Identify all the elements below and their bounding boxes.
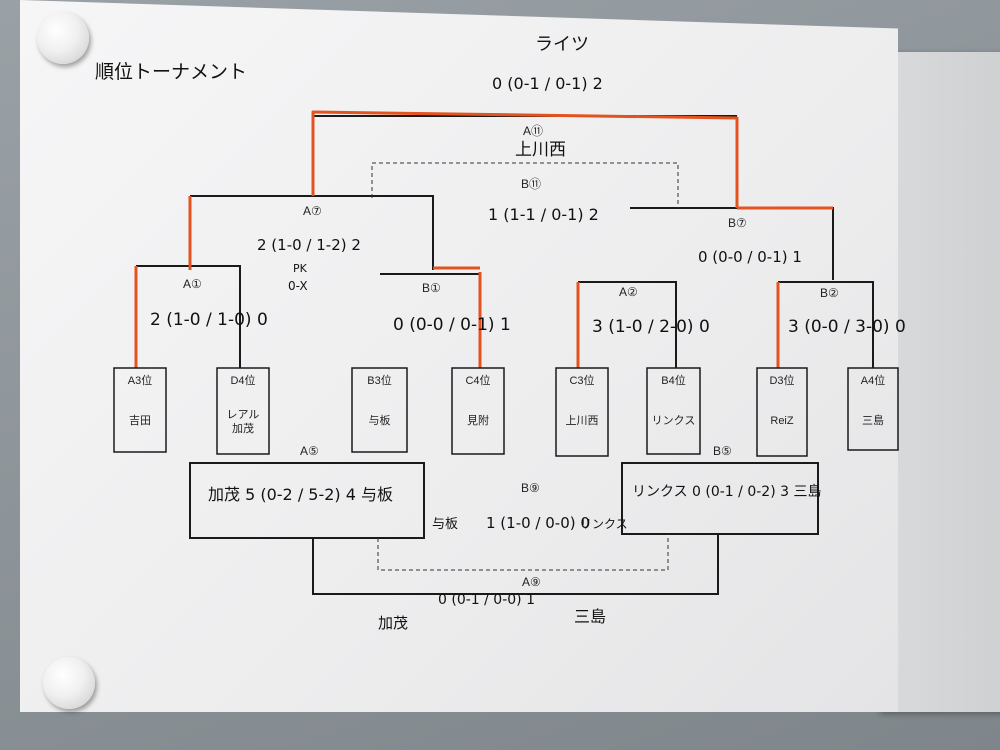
b9-left-team: 与板 xyxy=(432,517,458,532)
b9-score: 1 (1-0 / 0-0) 0 xyxy=(486,514,590,532)
match-label-b5: B⑤ xyxy=(713,444,732,458)
final-score: 0 (0-1 / 0-1) 2 xyxy=(492,74,603,93)
match-label-b9: B⑨ xyxy=(521,481,540,495)
seed-box-1 xyxy=(113,367,167,453)
seed-box-3 xyxy=(351,367,408,453)
a1-score: 2 (1-0 / 1-0) 0 xyxy=(150,310,268,330)
a11-team: 上川西 xyxy=(515,140,566,160)
match-label-b11: B⑪ xyxy=(521,177,541,191)
sheet-title: 順位トーナメント xyxy=(95,61,248,83)
a9-left-team: 加茂 xyxy=(378,614,408,632)
seed-rank-4: C4位 xyxy=(465,373,490,387)
seed-team-2: 加茂 xyxy=(232,421,254,435)
b11-score: 1 (1-1 / 0-1) 2 xyxy=(488,205,599,224)
adjacent-paper-sheet xyxy=(882,52,1000,712)
seed-box-2 xyxy=(216,367,270,455)
dashed-bracket-lines xyxy=(371,162,679,571)
b5-result: リンクス 0 (0-1 / 0-2) 3 三島 xyxy=(632,484,821,500)
match-label-a2: A② xyxy=(619,285,638,299)
match-label-a11: A⑪ xyxy=(523,124,543,138)
final-winner: ライツ xyxy=(535,34,589,55)
seed-rank-3: B3位 xyxy=(367,373,391,387)
match-label-a1: A① xyxy=(183,277,202,291)
seed-team-4: 見附 xyxy=(467,413,489,427)
a7-pk-score: 0-X xyxy=(288,279,308,293)
seed-box-6 xyxy=(646,367,701,455)
b1-score: 0 (0-0 / 0-1) 1 xyxy=(393,315,511,335)
b2-score: 3 (0-0 / 3-0) 0 xyxy=(788,317,906,337)
a5-result: 加茂 5 (0-2 / 5-2) 4 与板 xyxy=(208,485,393,504)
seed-team-2: レアル xyxy=(227,409,260,421)
b9-right-team: リンクス xyxy=(580,517,628,531)
seed-rank-6: B4位 xyxy=(661,373,685,387)
seed-team-8: 三島 xyxy=(862,413,884,427)
seed-rank-7: D3位 xyxy=(769,373,794,387)
seed-rank-8: A4位 xyxy=(861,373,885,387)
match-label-b1: B① xyxy=(422,281,441,295)
a7-pk-label: PK xyxy=(293,262,308,275)
magnet-bottom xyxy=(43,657,95,709)
a9-score: 0 (0-1 / 0-0) 1 xyxy=(438,592,535,608)
a2-score: 3 (1-0 / 2-0) 0 xyxy=(592,317,710,337)
a9-right-team: 三島 xyxy=(574,607,606,626)
seed-box-4 xyxy=(451,367,505,455)
match-label-a5: A⑤ xyxy=(300,444,319,458)
match-label-a9: A⑨ xyxy=(522,575,541,589)
match-label-b7: B⑦ xyxy=(728,216,747,230)
seed-rank-5: C3位 xyxy=(569,373,594,387)
magnet-top xyxy=(37,12,89,64)
seed-team-3: 与板 xyxy=(369,413,391,427)
seed-box-5 xyxy=(555,367,609,457)
match-label-b2: B② xyxy=(820,286,839,300)
seed-box-7 xyxy=(756,367,808,457)
b7-score: 0 (0-0 / 0-1) 1 xyxy=(698,248,802,266)
match-label-a7: A⑦ xyxy=(303,204,322,218)
seed-team-5: 上川西 xyxy=(566,414,599,427)
seed-team-1: 吉田 xyxy=(129,414,151,427)
seed-team-7: ReiZ xyxy=(770,415,794,427)
seed-rank-2: D4位 xyxy=(230,373,255,387)
seed-box-8 xyxy=(847,367,899,451)
seed-rank-1: A3位 xyxy=(128,373,152,387)
winner-path-lines xyxy=(134,110,833,368)
seed-team-6: リンクス xyxy=(652,414,696,427)
a7-score: 2 (1-0 / 1-2) 2 xyxy=(257,236,361,254)
